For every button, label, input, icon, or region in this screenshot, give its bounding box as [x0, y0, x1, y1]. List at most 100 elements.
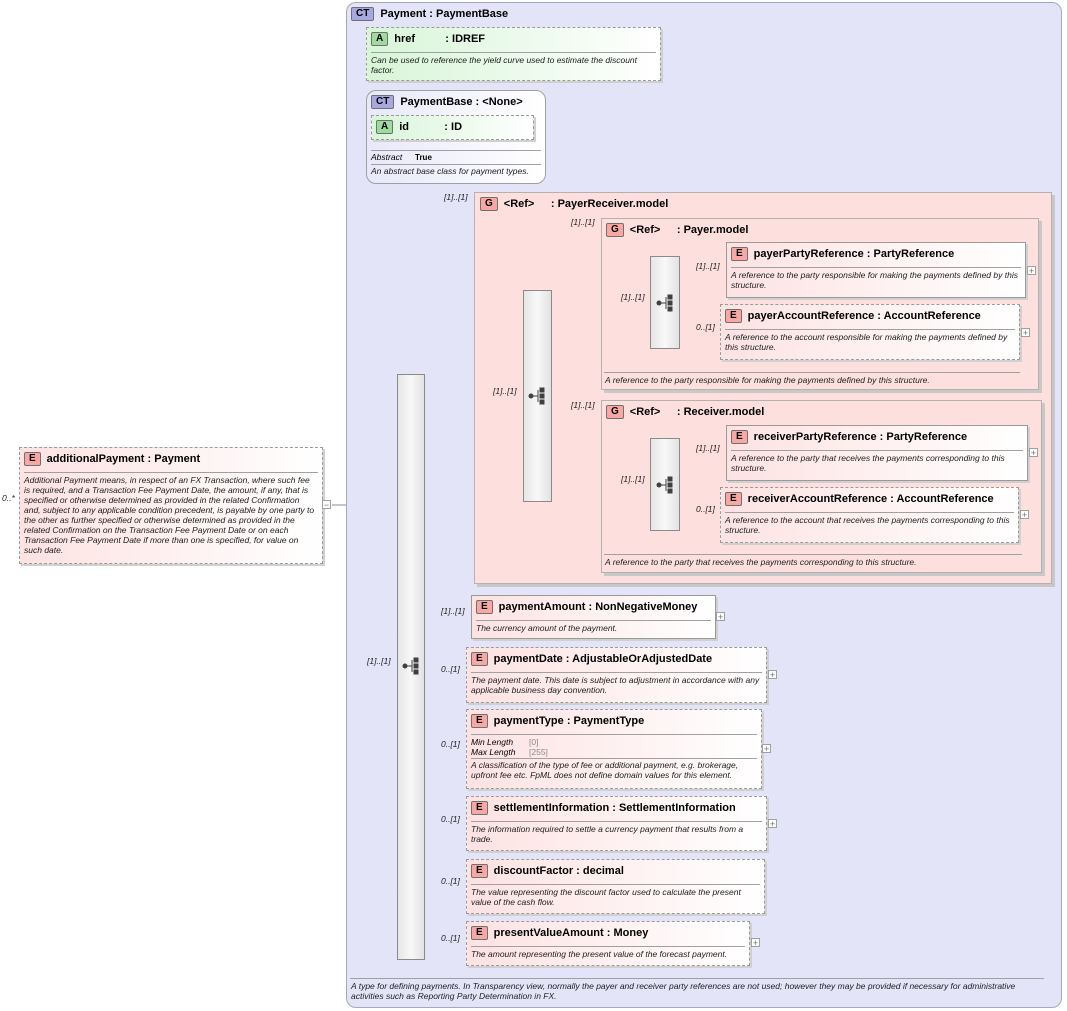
element-tag-icon: E	[725, 309, 742, 323]
receiver-group-name: <Ref>	[629, 405, 661, 418]
receiver-account-reference-type: AccountReference	[896, 492, 994, 505]
payment-date-cardinality: 0..[1]	[441, 664, 460, 674]
root-cardinality: 0..*	[2, 493, 15, 503]
receiver-party-cardinality: [1]..[1]	[696, 443, 720, 453]
pr-group-cardinality: [1]..[1]	[444, 192, 468, 202]
element-tag-icon: E	[471, 926, 488, 940]
sequence-compositor-icon	[528, 387, 545, 405]
max-length-value: [255]	[529, 747, 548, 757]
complex-type-icon: CT	[371, 95, 395, 109]
receiver-party-reference-description: A reference to the party that receives t…	[731, 453, 1005, 473]
receiver-account-reference-name: receiverAccountReference	[747, 492, 888, 505]
plus-icon[interactable]: +	[768, 819, 777, 829]
plus-icon[interactable]: +	[751, 938, 760, 948]
element-tag-icon: E	[471, 652, 488, 666]
main-sequence-cardinality: [1]..[1]	[367, 656, 391, 666]
plus-icon[interactable]: +	[768, 670, 777, 680]
payer-account-cardinality: 0..[1]	[696, 322, 715, 332]
pr-group-type: PayerReceiver.model	[557, 197, 669, 210]
collapse-icon[interactable]: −	[322, 500, 331, 510]
payer-sequence-cardinality: [1]..[1]	[621, 292, 645, 302]
payment-amount-cardinality: [1]..[1]	[441, 606, 465, 616]
href-attribute-type: IDREF	[452, 32, 486, 45]
element-tag-icon: E	[471, 801, 488, 815]
payer-group-cardinality: [1]..[1]	[571, 217, 595, 227]
payer-group-type: Payer.model	[683, 223, 749, 236]
discount-factor-name: discountFactor	[493, 864, 574, 877]
plus-icon[interactable]: +	[762, 744, 771, 754]
element-tag-icon: E	[471, 714, 488, 728]
plus-icon[interactable]: +	[1029, 448, 1038, 458]
present-value-amount-type: Money	[613, 926, 649, 939]
settlement-information-type: SettlementInformation	[618, 801, 736, 814]
present-value-amount-name: presentValueAmount	[493, 926, 604, 939]
plus-icon[interactable]: +	[1027, 266, 1036, 276]
payment-amount-type: NonNegativeMoney	[595, 600, 698, 613]
min-length-label: Min Length	[471, 737, 514, 747]
receiver-party-reference-name: receiverPartyReference	[753, 430, 877, 443]
receiver-account-cardinality: 0..[1]	[696, 504, 715, 514]
payer-party-reference-description: A reference to the party responsible for…	[731, 270, 1018, 290]
element-tag-icon: E	[725, 492, 742, 506]
element-tag-icon: E	[471, 864, 488, 878]
receiver-group-type: Receiver.model	[683, 405, 765, 418]
payment-type-name: paymentType	[493, 714, 564, 727]
complex-type-icon: CT	[351, 7, 375, 21]
discount-factor-description: The value representing the discount fact…	[471, 887, 741, 907]
payment-amount-name: paymentAmount	[498, 600, 586, 613]
present-value-cardinality: 0..[1]	[441, 933, 460, 943]
receiver-group-description: A reference to the party that receives t…	[605, 557, 917, 567]
payer-group-name: <Ref>	[629, 223, 661, 236]
element-tag-icon: E	[731, 430, 748, 444]
root-element-type: Payment	[154, 452, 201, 465]
payment-date-description: The payment date. This date is subject t…	[471, 675, 760, 695]
settlement-information-name: settlementInformation	[493, 801, 610, 814]
element-tag-icon: E	[731, 247, 748, 261]
payment-date-name: paymentDate	[493, 652, 563, 665]
payment-base-description: An abstract base class for payment types…	[371, 166, 529, 176]
payer-account-reference-type: AccountReference	[883, 309, 981, 322]
complex-type-name: Payment	[380, 7, 427, 20]
attribute-tag-icon: A	[371, 32, 389, 46]
group-tag-icon: G	[606, 223, 624, 237]
present-value-amount-description: The amount representing the present valu…	[471, 949, 728, 959]
plus-icon[interactable]: +	[1020, 510, 1029, 520]
plus-icon[interactable]: +	[716, 612, 725, 622]
receiver-account-reference-description: A reference to the account that receives…	[725, 515, 1010, 535]
settlement-information-description: The information required to settle a cur…	[471, 824, 744, 844]
sequence-compositor-icon	[656, 294, 673, 312]
settlement-info-cardinality: 0..[1]	[441, 814, 460, 824]
sequence-compositor-icon	[402, 657, 419, 675]
receiver-sequence-cardinality: [1]..[1]	[621, 474, 645, 484]
discount-factor-type: decimal	[582, 864, 624, 877]
id-attribute-type: ID	[451, 120, 463, 133]
group-tag-icon: G	[480, 197, 498, 211]
payment-base-type: <None>	[482, 95, 523, 108]
payer-group-header: G<Ref> : Payer.model	[606, 223, 748, 237]
plus-icon[interactable]: +	[1021, 328, 1030, 338]
receiver-sequence[interactable]	[650, 438, 680, 531]
min-length-value: [0]	[529, 737, 539, 747]
payer-account-reference-name: payerAccountReference	[747, 309, 875, 322]
attribute-tag-icon: A	[376, 120, 394, 134]
receiver-group-cardinality: [1]..[1]	[571, 400, 595, 410]
sequence-compositor-icon	[656, 476, 673, 494]
receiver-group-header: G<Ref> : Receiver.model	[606, 405, 764, 419]
abstract-value: True	[415, 153, 432, 162]
main-sequence[interactable]	[397, 374, 425, 960]
